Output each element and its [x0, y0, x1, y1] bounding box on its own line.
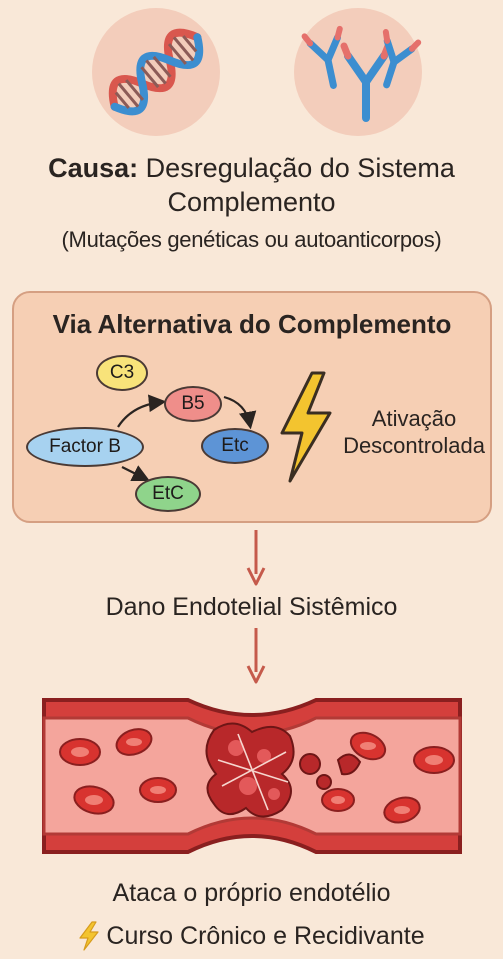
node-etc-blue: Etc — [201, 428, 269, 464]
pathway-panel: Via Alternativa do Complemento C3 B5 Fac… — [12, 291, 492, 523]
blood-vessel-clot-illustration — [42, 698, 462, 854]
activation-line2: Descontrolada — [343, 433, 485, 458]
arrow-down-icon — [246, 530, 266, 586]
node-factor-b: Factor B — [26, 427, 144, 467]
course-row: Curso Crônico e Recidivante — [0, 920, 503, 952]
lightning-icon — [280, 371, 332, 483]
node-etc-green: EtC — [135, 476, 201, 512]
step-damage: Dano Endotelial Sistêmico — [105, 593, 398, 621]
arrow-down-icon — [246, 628, 266, 684]
cause-note: (Mutações genéticas ou autoanticorpos) — [61, 227, 442, 252]
pathway-title: Via Alternativa do Complemento — [52, 309, 452, 339]
activation-line1: Ativação — [371, 406, 457, 431]
cause-label: Causa: — [48, 153, 139, 183]
node-b5: B5 — [164, 386, 222, 422]
node-c3: C3 — [96, 355, 148, 391]
arrow-factorb-to-etc — [121, 465, 150, 481]
pathway-arrows — [117, 394, 257, 481]
lightning-icon — [79, 921, 99, 951]
dna-icon — [92, 8, 220, 136]
cause-title-line2: Complemento — [167, 187, 336, 217]
arrow-factorb-to-b5 — [117, 394, 167, 428]
step-attack: Ataca o próprio endotélio — [112, 879, 391, 907]
cause-title: Causa: Desregulação do Sistema — [0, 152, 503, 184]
step-course: Curso Crônico e Recidivante — [106, 922, 425, 950]
arrow-b5-to-etc — [223, 395, 257, 430]
antibody-icon — [294, 8, 422, 136]
cause-text: Desregulação do Sistema — [138, 153, 455, 183]
